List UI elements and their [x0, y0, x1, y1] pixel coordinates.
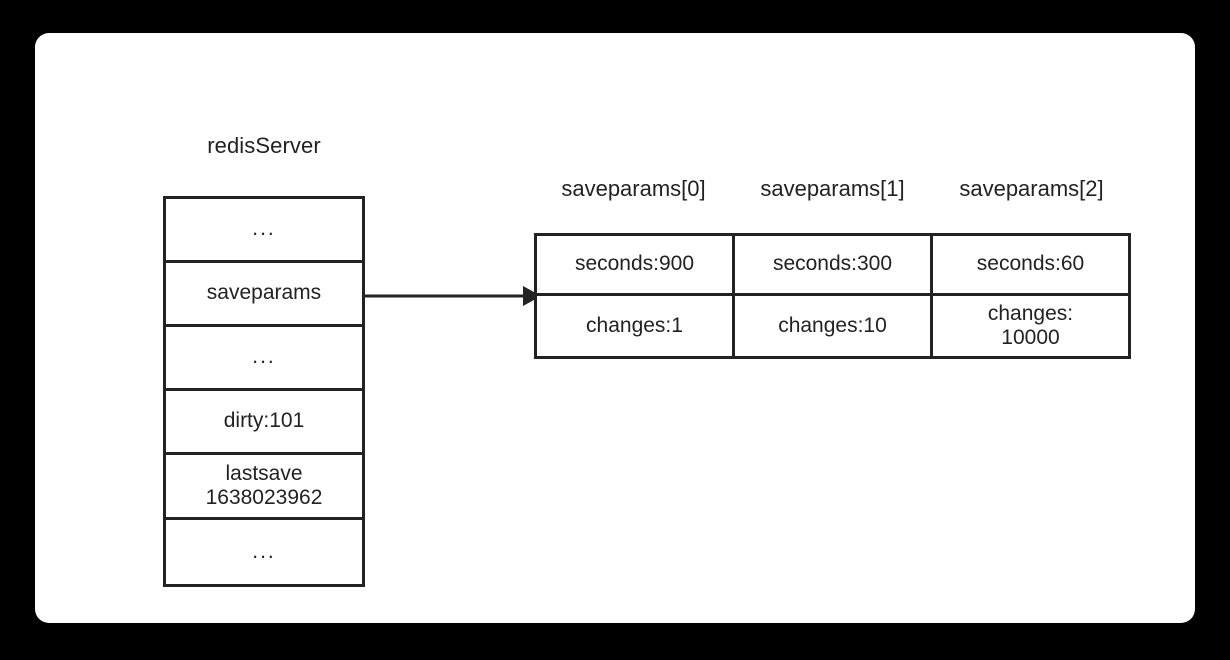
ellipsis-icon: ... [252, 539, 276, 563]
struct-field-value: 1638023962 [205, 486, 323, 509]
saveparams-table-headers: saveparams[0] saveparams[1] saveparams[2… [534, 176, 1131, 202]
saveparams-changes-cell: changes:10 [778, 313, 887, 337]
redis-server-struct: ... saveparams ... dirty:101 lastsave 16… [163, 196, 365, 587]
ellipsis-icon: ... [252, 345, 276, 369]
struct-row-ellipsis-top: ... [166, 199, 362, 263]
table-header-saveparams-0: saveparams[0] [561, 176, 706, 201]
struct-row-saveparams: saveparams [166, 263, 362, 327]
saveparams-changes-label: changes: [987, 301, 1074, 325]
table-header-saveparams-1: saveparams[1] [760, 176, 905, 201]
saveparams-pointer-arrow [365, 286, 537, 306]
saveparams-column-2: seconds:60 changes: 10000 [933, 236, 1128, 356]
saveparams-seconds-cell: seconds:900 [537, 236, 732, 296]
struct-row-ellipsis-bottom: ... [166, 520, 362, 584]
saveparams-seconds-cell: seconds:300 [735, 236, 930, 296]
saveparams-seconds-cell: seconds:60 [933, 236, 1128, 296]
saveparams-changes-cell: changes: 10000 [933, 296, 1128, 356]
ellipsis-icon: ... [252, 217, 276, 241]
struct-row-dirty: dirty:101 [166, 391, 362, 455]
struct-title: redisServer [207, 133, 321, 158]
saveparams-changes-cell: changes:1 [586, 313, 683, 337]
saveparams-table: seconds:900 changes:1 seconds:300 change… [534, 233, 1131, 359]
struct-field-label: lastsave [225, 461, 303, 485]
struct-row-lastsave: lastsave 1638023962 [166, 455, 362, 520]
saveparams-changes-value: 10000 [1001, 326, 1060, 349]
struct-row-ellipsis-middle: ... [166, 327, 362, 391]
struct-field-label: dirty:101 [223, 409, 305, 433]
saveparams-column-0: seconds:900 changes:1 [537, 236, 735, 356]
struct-field-label: saveparams [206, 281, 322, 305]
table-header-saveparams-2: saveparams[2] [959, 176, 1104, 201]
saveparams-column-1: seconds:300 changes:10 [735, 236, 933, 356]
diagram-card: redisServer ... saveparams ... dirty:101… [35, 33, 1195, 623]
